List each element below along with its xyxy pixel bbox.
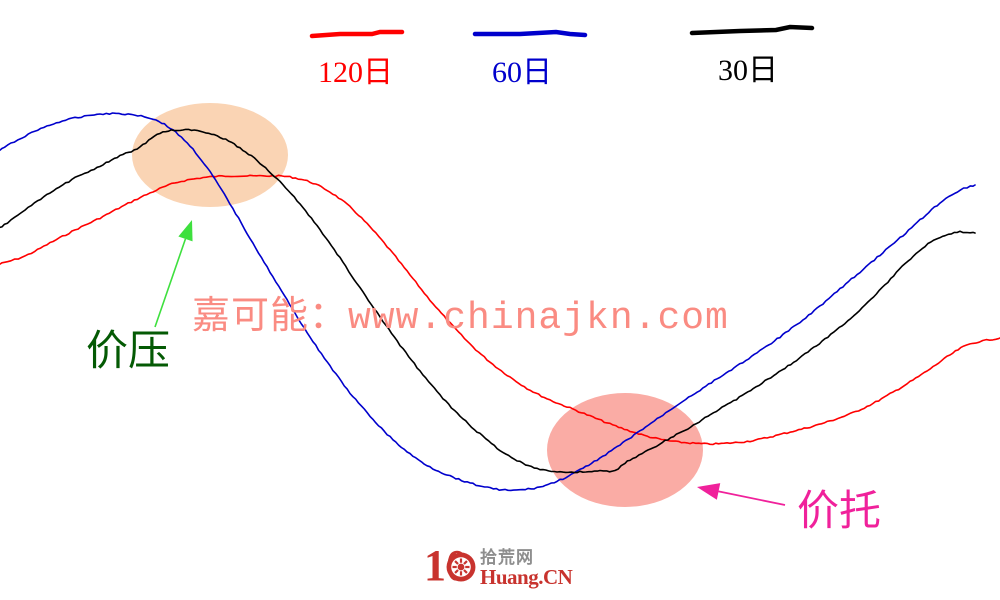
watermark-url-text: 嘉可能：www.chinajkn.com [192,297,729,340]
site-logo-watermark: 10 [424,544,573,590]
resistance-arrow [154,220,193,328]
support-arrow [697,483,786,506]
annotation-label-resistance: 价压 [86,327,171,374]
legend-line-60day [472,29,588,38]
logo-wordmark: 拾荒网 Huang.CN [480,547,573,589]
legend-line-120day [309,29,405,39]
legend-label-30day: 30日 [718,54,778,87]
legend-line-30day [689,24,815,36]
annotation-label-support: 价托 [797,487,882,534]
legend-label-120day: 120日 [318,56,393,89]
logo-mark: 10 [424,544,478,590]
logo-chinese-name: 拾荒网 [480,547,534,567]
series-line-120日 [0,174,1000,446]
logo-domain-name: Huang.CN [480,564,573,589]
gear-icon [446,552,476,582]
series-line-30日 [0,128,976,474]
golden-cross-highlight-ellipse [547,393,703,507]
annotation-arrow-layer [154,220,786,506]
series-layer [0,112,1000,492]
legend-label-60day: 60日 [492,56,552,89]
legend-sample-lines [309,24,815,39]
